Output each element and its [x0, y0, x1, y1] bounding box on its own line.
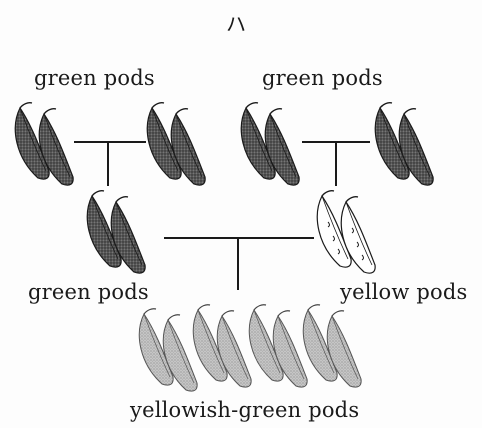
label-f1-left: green pods — [28, 280, 149, 304]
offspring-pod-4 — [303, 305, 361, 387]
panel-letter: ハ — [226, 8, 246, 37]
cross-line-left — [74, 142, 146, 186]
offspring-pod-1 — [139, 309, 197, 391]
label-parent-left: green pods — [34, 66, 155, 90]
offspring-pod-3 — [249, 305, 307, 387]
f1-yellow-pod — [317, 191, 375, 273]
cross-line-f1 — [164, 238, 314, 290]
label-parent-right: green pods — [262, 66, 383, 90]
cross-line-right — [302, 142, 370, 186]
label-f1-right: yellow pods — [340, 280, 468, 304]
f1-green-pod — [87, 191, 145, 273]
parent-right-pod-2 — [375, 103, 433, 185]
parent-left-pod-2 — [147, 103, 205, 185]
offspring-pod-2 — [193, 305, 251, 387]
parent-left-pod-1 — [15, 103, 73, 185]
parent-right-pod-1 — [241, 103, 299, 185]
label-offspring: yellowish-green pods — [130, 398, 359, 422]
